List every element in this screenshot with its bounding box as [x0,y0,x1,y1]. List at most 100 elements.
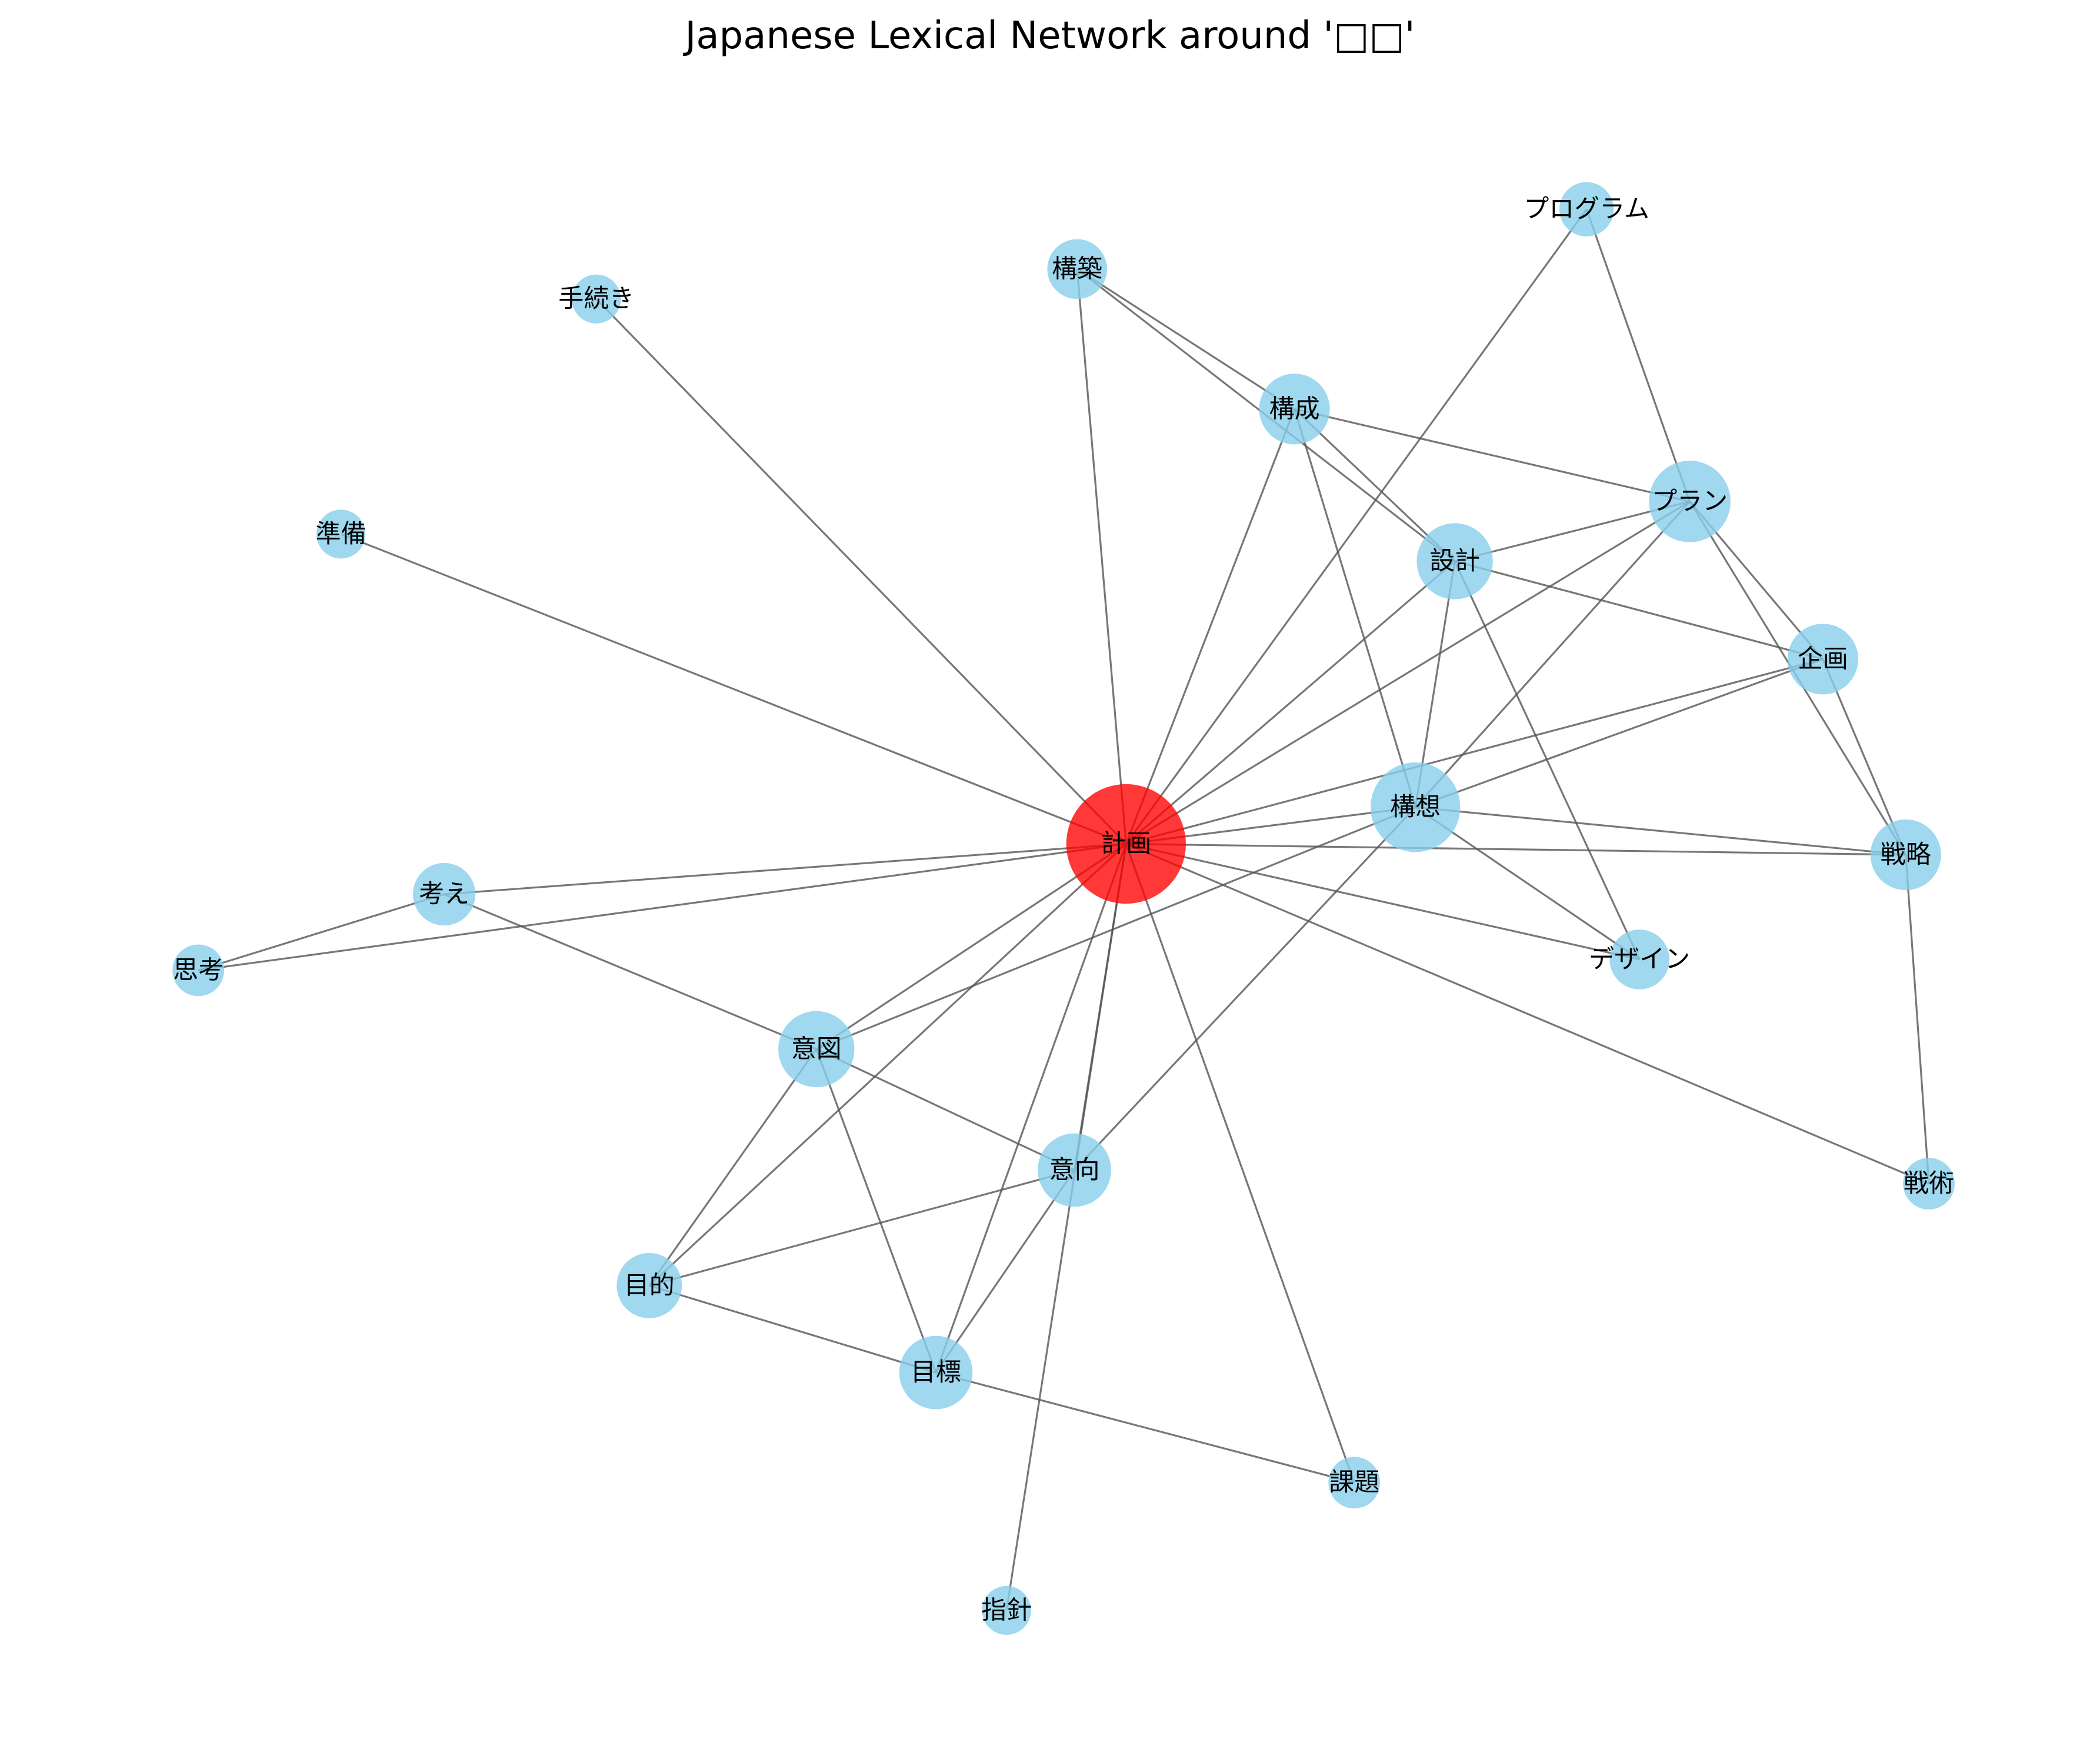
edge-目標-課題 [935,1371,1355,1484]
node-意図[interactable]: 意図 [778,1011,855,1087]
node-label: 考え [419,880,469,909]
node-circle[interactable] [1038,1133,1111,1207]
node-circle[interactable] [1066,784,1186,904]
edge-計画-プログラム [1125,208,1588,845]
node-circle[interactable] [172,944,225,997]
edge-構想-意図 [816,806,1416,1050]
node-circle[interactable] [316,509,366,559]
node-circle[interactable] [1047,239,1107,299]
edge-戦略-戦術 [1905,854,1930,1184]
node-circle[interactable] [1559,182,1614,236]
node-label: 構築 [1052,254,1102,284]
node-label: 準備 [316,519,366,549]
edge-計画-戦略 [1126,842,1906,856]
edge-構成-構想 [1294,408,1416,808]
edge-企画-構想 [1415,658,1824,808]
edge-計画-構築 [1076,269,1127,844]
node-label: デザイン [1589,945,1690,974]
node-label: 目的 [624,1271,675,1300]
edge-考え-意図 [444,893,817,1050]
node-circle[interactable] [1870,819,1941,891]
node-label: 計画 [1101,829,1151,859]
edge-目的-目標 [649,1284,936,1374]
node-label: 戦略 [1881,840,1931,869]
edge-企画-戦略 [1822,658,1907,855]
edge-計画-手続き [595,298,1127,845]
node-label: 思考 [173,955,224,985]
node-circle[interactable] [1259,374,1330,445]
edge-計画-プラン [1125,501,1691,845]
node-思考[interactable]: 思考 [172,944,225,997]
node-構築[interactable]: 構築 [1047,239,1107,299]
edge-意図-目的 [648,1048,818,1287]
node-プログラム[interactable]: プログラム [1524,182,1649,236]
edge-計画-目的 [648,843,1127,1287]
node-label: 指針 [981,1595,1032,1625]
edge-計画-企画 [1125,658,1824,845]
edge-意図-目標 [815,1048,937,1373]
edge-意向-目的 [649,1169,1075,1287]
edge-意図-意向 [816,1048,1075,1171]
edge-考え-思考 [198,893,445,971]
node-意向[interactable]: 意向 [1038,1133,1111,1207]
node-label: 意向 [1049,1155,1100,1185]
node-label: プラン [1652,487,1728,516]
edge-意向-目標 [935,1170,1075,1374]
node-準備[interactable]: 準備 [316,509,366,559]
node-circle[interactable] [982,1585,1031,1635]
edge-構想-意向 [1074,807,1416,1171]
node-circle[interactable] [412,862,476,926]
node-目的[interactable]: 目的 [616,1252,682,1318]
graph-title: Japanese Lexical Network around '□□' [683,14,1415,58]
node-label: 意図 [791,1034,842,1064]
edge-設計-デザイン [1454,561,1641,960]
node-手続き[interactable]: 手続き [558,274,634,324]
node-circle[interactable] [1370,762,1461,852]
node-label: 企画 [1798,644,1848,674]
node-circle[interactable] [778,1011,855,1087]
node-label: 構成 [1269,394,1320,424]
node-circle[interactable] [616,1252,682,1318]
edge-プログラム-プラン [1585,209,1691,502]
node-デザイン[interactable]: デザイン [1589,930,1690,990]
node-指針[interactable]: 指針 [981,1585,1032,1635]
node-circle[interactable] [1903,1158,1955,1210]
node-label: 設計 [1429,547,1480,576]
edge-構成-プラン [1294,408,1690,502]
node-考え[interactable]: 考え [412,862,476,926]
edge-構築-構成 [1076,268,1295,410]
node-label: 課題 [1329,1468,1379,1497]
node-設計[interactable]: 設計 [1416,523,1493,599]
node-circle[interactable] [1328,1457,1381,1509]
node-circle[interactable] [1416,523,1493,599]
edge-構想-デザイン [1415,806,1641,961]
node-circle[interactable] [572,274,621,324]
node-circle[interactable] [899,1335,973,1410]
node-構想[interactable]: 構想 [1370,762,1461,852]
edge-計画-準備 [341,533,1126,845]
node-プラン[interactable]: プラン [1649,461,1731,542]
node-circle[interactable] [1787,624,1858,695]
node-label: 構想 [1390,792,1441,822]
edge-構想-戦略 [1415,806,1906,856]
node-戦術[interactable]: 戦術 [1903,1158,1955,1210]
edge-計画-思考 [198,842,1126,971]
node-計画[interactable]: 計画 [1066,784,1186,904]
node-circle[interactable] [1649,461,1731,542]
node-企画[interactable]: 企画 [1787,624,1858,695]
node-label: 戦術 [1904,1169,1954,1198]
edge-設計-企画 [1454,560,1824,660]
edge-計画-考え [444,842,1126,895]
node-戦略[interactable]: 戦略 [1870,819,1941,891]
node-circle[interactable] [1609,930,1669,990]
edge-計画-デザイン [1125,842,1640,961]
edge-計画-構成 [1125,408,1296,845]
node-課題[interactable]: 課題 [1328,1457,1381,1509]
node-目標[interactable]: 目標 [899,1335,973,1410]
edge-計画-戦術 [1125,843,1929,1185]
edge-計画-目標 [935,843,1127,1373]
node-構成[interactable]: 構成 [1259,374,1330,445]
